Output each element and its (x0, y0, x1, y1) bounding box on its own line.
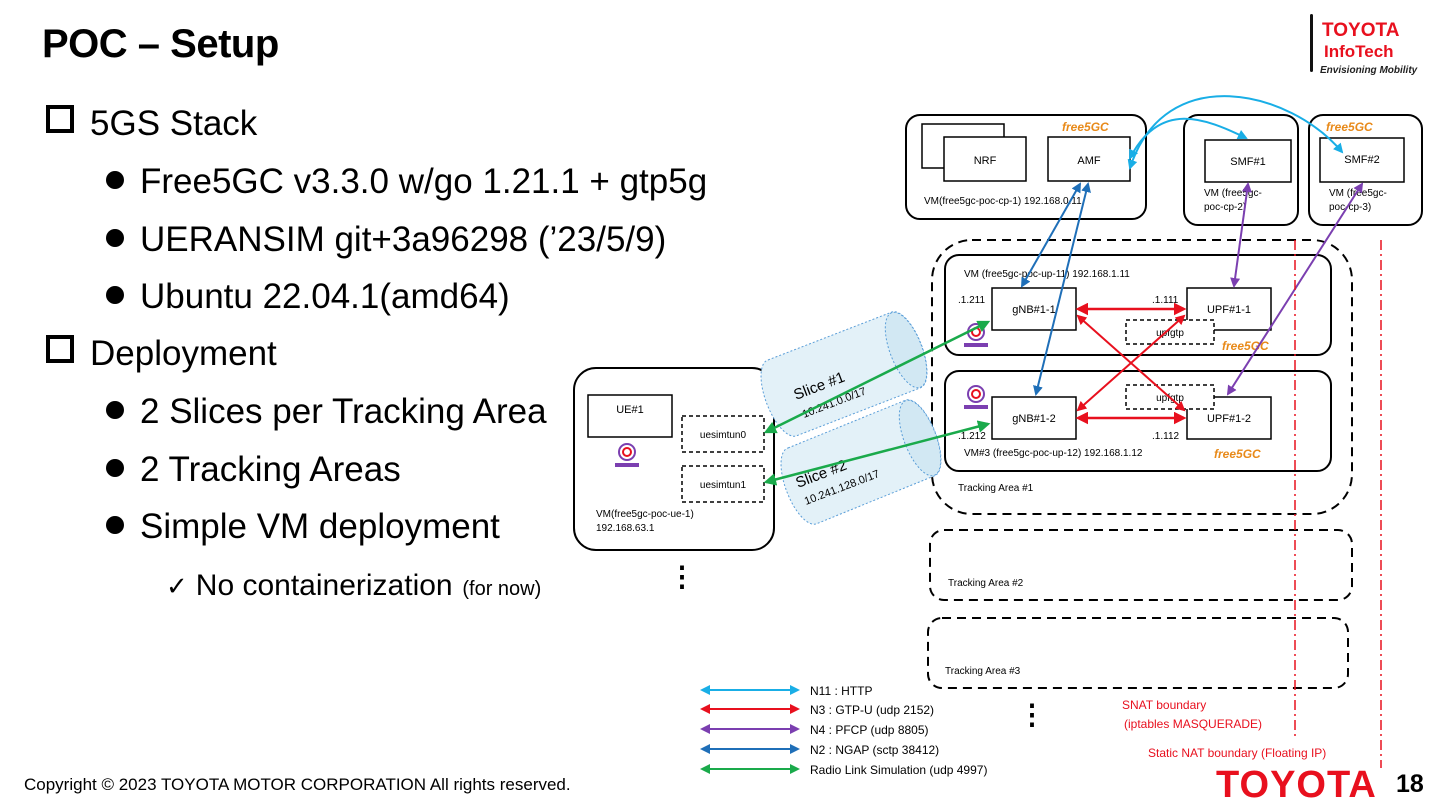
smf1-label: SMF#1 (1230, 156, 1265, 168)
bullet-free5gc: Free5GC v3.3.0 w/go 1.21.1 + gtp5g (106, 162, 707, 202)
vm-up12-label: VM#3 (free5gc-poc-up-12) 192.168.1.12 (964, 448, 1143, 459)
legend-n3-label: N3 : GTP-U (udp 2152) (810, 703, 934, 717)
upf-1-1-ip: .1.111 (1152, 295, 1179, 306)
logo-line1: TOYOTA (1322, 20, 1400, 41)
gnb-1-1-label: gNB#1-1 (1012, 304, 1055, 316)
free5gc-logo: free5GC (1062, 120, 1109, 134)
vm-up11-label: VM (free5gc-poc-up-11) 192.168.1.11 (964, 269, 1130, 280)
square-bullet-icon (46, 335, 74, 363)
vm-ue-label-2: 192.168.63.1 (596, 523, 655, 534)
checkmark-icon: ✓ (166, 571, 188, 601)
upf-1-2-label: UPF#1-2 (1207, 413, 1251, 425)
bullet-5gs-stack: 5GS Stack (46, 104, 257, 144)
static-nat-label: Static NAT boundary (Floating IP) (1148, 746, 1326, 760)
bullet-deployment: Deployment (46, 334, 277, 374)
ue1-box (587, 394, 673, 438)
ueransim-logo-icon (615, 443, 639, 467)
legend-n2-label: N2 : NGAP (sctp 38412) (810, 743, 939, 757)
dot-bullet-icon (106, 401, 124, 419)
n3-arrow-cross-2 (1076, 314, 1186, 412)
bullet-slices: 2 Slices per Tracking Area (106, 392, 547, 432)
vm-ue-label-1: VM(free5gc-poc-ue-1) (596, 509, 694, 520)
dot-bullet-icon (106, 229, 124, 247)
free5gc-logo: free5GC (1326, 120, 1373, 134)
toyota-brand-logo: TOYOTA (1216, 764, 1377, 806)
nrf-box (943, 136, 1027, 182)
ellipsis-ta: ⋮ (1018, 699, 1046, 730)
amf-label: AMF (1077, 155, 1101, 167)
radio-link-arrow-1 (763, 320, 991, 434)
legend: N11 : HTTP N3 : GTP-U (udp 2152) N4 : PF… (700, 684, 987, 777)
legend-radio-label: Radio Link Simulation (udp 4997) (810, 763, 987, 777)
dot-bullet-icon (106, 171, 124, 189)
vm-cp2-label-2: poc-cp-2) (1204, 202, 1246, 213)
gnb-1-2-ip: .1.212 (958, 431, 986, 442)
toyota-infotech-logo: TOYOTA InfoTech Envisioning Mobility (1306, 10, 1424, 80)
slide-title: POC – Setup (42, 22, 279, 66)
smf2-label: SMF#2 (1344, 154, 1379, 166)
uesimtun1-label: uesimtun1 (700, 480, 747, 491)
tracking-area-2-label: Tracking Area #2 (948, 578, 1024, 589)
n11-arrow-smf2 (1127, 95, 1344, 170)
ue1-label: UE#1 (616, 404, 644, 416)
square-bullet-icon (46, 105, 74, 133)
snat-label-2: (iptables MASQUERADE) (1124, 717, 1262, 731)
bullet-ueransim: UERANSIM git+3a96298 (’23/5/9) (106, 220, 666, 260)
bullet-ubuntu: Ubuntu 22.04.1(amd64) (106, 277, 510, 317)
upf-1-1-label: UPF#1-1 (1207, 304, 1251, 316)
tracking-area-3-box (927, 617, 1349, 689)
bullet-no-containerization: ✓No containerization (for now) (166, 569, 542, 602)
nrf-label: NRF (974, 155, 997, 167)
legend-n11-label: N11 : HTTP (810, 684, 872, 698)
vm-cp1-label: VM(free5gc-poc-cp-1) 192.168.0.11 (924, 196, 1082, 207)
uesimtun0-label: uesimtun0 (700, 430, 747, 441)
logo-tagline: Envisioning Mobility (1320, 65, 1418, 76)
gnb-1-1-ip: .1.211 (958, 295, 985, 306)
snat-label-1: SNAT boundary (1122, 698, 1206, 712)
dot-bullet-icon (106, 516, 124, 534)
ellipsis-ue: ⋮ (668, 561, 696, 592)
bullet-simple-vm: Simple VM deployment (106, 507, 500, 547)
ueransim-logo-icon (964, 385, 988, 409)
radio-link-arrow-2 (763, 420, 991, 486)
vm-cp3-box (1308, 114, 1423, 226)
logo-bar (1310, 14, 1313, 72)
vm-cp2-label-1: VM (free5gc- (1204, 188, 1262, 199)
logo-line2: InfoTech (1324, 42, 1394, 61)
tracking-area-1-box (931, 239, 1353, 515)
dot-bullet-icon (106, 286, 124, 304)
copyright-text: Copyright © 2023 TOYOTA MOTOR CORPORATIO… (24, 775, 571, 794)
upf-1-2-ip: .1.112 (1152, 431, 1179, 442)
bullet-tracking-areas: 2 Tracking Areas (106, 450, 401, 490)
gnb-1-2-label: gNB#1-2 (1012, 413, 1055, 425)
legend-n4-label: N4 : PFCP (udp 8805) (810, 723, 929, 737)
page-number: 18 (1396, 770, 1424, 798)
free5gc-logo: free5GC (1214, 447, 1261, 461)
tracking-area-2-box (929, 529, 1353, 601)
n4-arrow-upf-1-1 (1230, 182, 1252, 288)
tracking-area-1-label: Tracking Area #1 (958, 483, 1034, 494)
dot-bullet-icon (106, 459, 124, 477)
tracking-area-3-label: Tracking Area #3 (945, 666, 1021, 677)
amf-box (1047, 136, 1131, 182)
n2-arrow-gnb-1-1 (1021, 182, 1081, 288)
